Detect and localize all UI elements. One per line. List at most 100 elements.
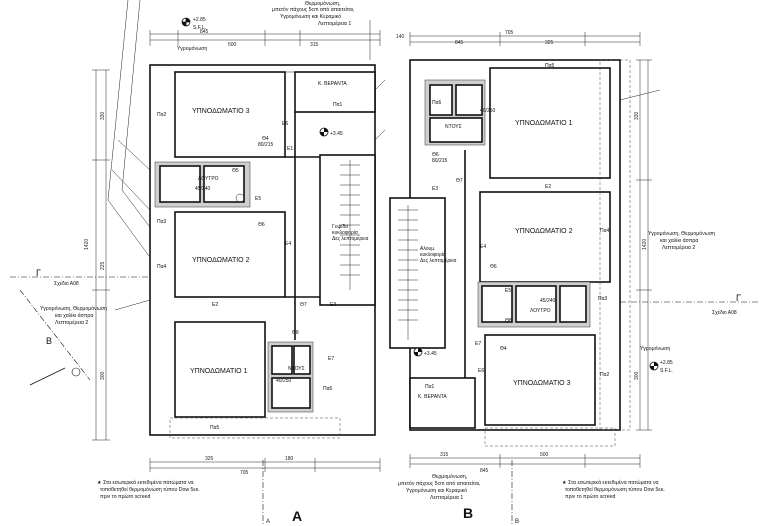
label-a-bathroom: ΛΟΥΤΡΟ [198,176,219,182]
unit-a-bedroom-2 [174,211,286,298]
note-a-top-4: Λεπτομέρεια 1 [318,20,351,27]
note-b-bottom-2: μπετόν πάχους 5cm από απαιτείται, [398,480,481,487]
dim-left-1420: 1420 [84,239,90,250]
unit-b [389,59,661,447]
unit-label-a: A [292,508,302,524]
dim-a-top-total: 845 [200,29,209,35]
tag-th8-a: Θ8 [292,330,299,336]
tag-e7-a: E7 [328,356,334,362]
dim-a-top-140: 140 [396,34,405,40]
unit-a-stair-core [319,154,376,306]
tag-th6-a: Θ6 [258,222,265,228]
tag-th5-a: Θ5 [232,168,239,174]
dim-a-bot-705: 705 [240,470,249,476]
dim-a-bot-180: 180 [285,456,294,462]
tag-e7-b: E7 [475,341,481,347]
tag-pa2: Πα2 [157,112,167,118]
tag-th6-b: Θ6 [432,152,439,158]
tag-pa3-a: Πα3 [157,219,167,225]
note-a-top-1: Θερμομόνωση, [305,0,340,7]
unit-b-bedroom-3 [484,334,596,426]
tag-e1-a: E1 [287,146,293,152]
tag-e4-a: E4 [285,241,291,247]
note-a-top-2: μπετόν πάχους 5cm από απαιτείται, [272,6,355,13]
dim-b-bot-845: 845 [480,468,489,474]
dim-left-300: 300 [100,371,106,380]
label-b-bedroom-2: ΥΠΝΟΔΩΜΑΤΙΟ 2 [515,228,573,235]
section-a-bottom-mark: A [266,519,270,525]
tag-th7-b: Θ7 [456,178,463,184]
footnote-b-1: ★ Στα εσωτερικά εκτεθιμένα πατώματα να [562,479,659,486]
tag-size-a2: 45/240 [195,186,211,192]
dimension-lines: 845 500 315 140 705 325 845 705 325 180 … [84,29,652,476]
section-gamma-left: Γ [36,268,41,278]
dim-right-300: 300 [634,371,640,380]
section-b-left: B [46,336,52,346]
tag-pa4-b: Πα4 [600,228,610,234]
level-markers: +2.85 S.F.L. +3.45 +3.45 +2.85 S.F.L. [181,17,673,374]
unit-labels: A B [292,505,473,524]
unit-b-bedroom-1 [489,67,611,179]
dim-right-330: 330 [634,111,640,120]
dim-left-330: 330 [100,111,106,120]
footnote-b-2: τοποθετηθεί θερμομόνωση τύπου Dow 5εκ. [565,486,665,493]
level-marker-b-right: +2.85 S.F.L. [649,360,673,374]
tag-e2-a: E2 [212,302,218,308]
tag-e2-b: E2 [545,184,551,190]
level-a-mid-value: +3.45 [330,131,343,137]
unit-label-b: B [463,505,473,521]
tag-pa1-b: Πα1 [425,384,435,390]
tag-pa2-b: Πα2 [600,372,610,378]
note-a-left-1: Υγρομόνωση, Θερμομόνωση [40,305,107,312]
unit-a-bedroom-1 [174,321,266,418]
tag-pa4-a: Πα4 [157,264,167,270]
note-a-left-3: Λεπτομέρεια 2 [55,319,88,326]
label-a-shower: ΝΤΟΥΣ [288,366,305,372]
section-gamma-right-ref: Σχέδιο Α08 [712,309,737,316]
tag-th7-a: Θ7 [300,302,307,308]
stair-a-note-2: κυκλοφορία [332,230,358,236]
stair-notes: Γυψ/δα κυκλοφορία Δες λεπτομέρεια Αλουμ.… [332,224,457,264]
tag-th8-b: Θ8 [505,318,512,324]
section-gamma-left-ref: Σχέδιο Α08 [54,280,79,287]
roof-slope-left [107,0,153,261]
label-a-bedroom-1: ΥΠΝΟΔΩΜΑΤΙΟ 1 [190,368,248,375]
tag-e3-a: E3 [330,302,336,308]
level-marker-a-mid: +3.45 [319,127,343,137]
label-a-bedroom-2: ΥΠΝΟΔΩΜΑΤΙΟ 2 [192,257,250,264]
dim-a-top-500: 500 [228,42,237,48]
tag-e6-a: E6 [282,121,288,127]
room-labels: ΥΠΝΟΔΩΜΑΤΙΟ 3 ΛΟΥΤΡΟ ΥΠΝΟΔΩΜΑΤΙΟ 2 ΥΠΝΟΔ… [190,81,573,400]
note-a-left-2: και χαλίκι άσπρα [55,312,93,319]
dim-left-225: 225 [100,261,106,270]
tag-pa3-b: Πα3 [598,296,608,302]
label-b-veranda: Κ. ΒΕΡΑΝΤΑ [418,394,447,400]
tag-size-a1: 80/215 [258,142,274,148]
level-b-right-sfl: S.F.L. [660,368,673,374]
footnote-a-2: τοποθετηθεί θερμομόνωση τύπου Dow 5εκ. [100,486,200,493]
note-b-right-3: Λεπτομέρεια 2 [662,244,695,251]
level-a-top-value: +2.85 [193,17,206,23]
label-a-bedroom-3: ΥΠΝΟΔΩΜΑΤΙΟ 3 [192,108,250,115]
dim-b-top-845: 845 [455,40,464,46]
note-b-bottom-1: Θερμομόνωση, [432,473,467,480]
tag-th6-b2: Θ6 [490,264,497,270]
note-b-bottom-4: Λεπτομέρεια 1 [430,494,463,501]
note-a-waterproof-top: Υγρομόνωση [177,45,207,52]
tag-size-a3: 40/250 [276,378,292,384]
footnote-b-3: πριν το πρώτο screed [565,494,616,500]
stair-b-note-3: Δες λεπτομέρεια [420,257,457,264]
label-b-bedroom-3: ΥΠΝΟΔΩΜΑΤΙΟ 3 [513,380,571,387]
note-b-bottom-3: Υγρομόνωση και Κεραμικό [406,487,467,494]
unit-b-bedroom-2 [479,191,611,283]
stair-b-note-2: κυκλοφορία [420,252,446,258]
stair-a-note-1: Γυψ/δα [332,224,348,230]
unit-a-bedroom-3 [174,71,286,158]
tag-e4-b: E4 [480,244,486,250]
section-marks: Γ Σχέδιο Α08 Γ Σχέδιο Α08 B A B [10,268,760,526]
tag-e3-b: E3 [432,186,438,192]
dim-a-bot-325: 325 [205,456,214,462]
label-b-bathroom: ΛΟΥΤΡΟ [530,308,551,314]
tag-size-b2: 40/250 [480,108,496,114]
dim-a-top-315: 315 [310,42,319,48]
